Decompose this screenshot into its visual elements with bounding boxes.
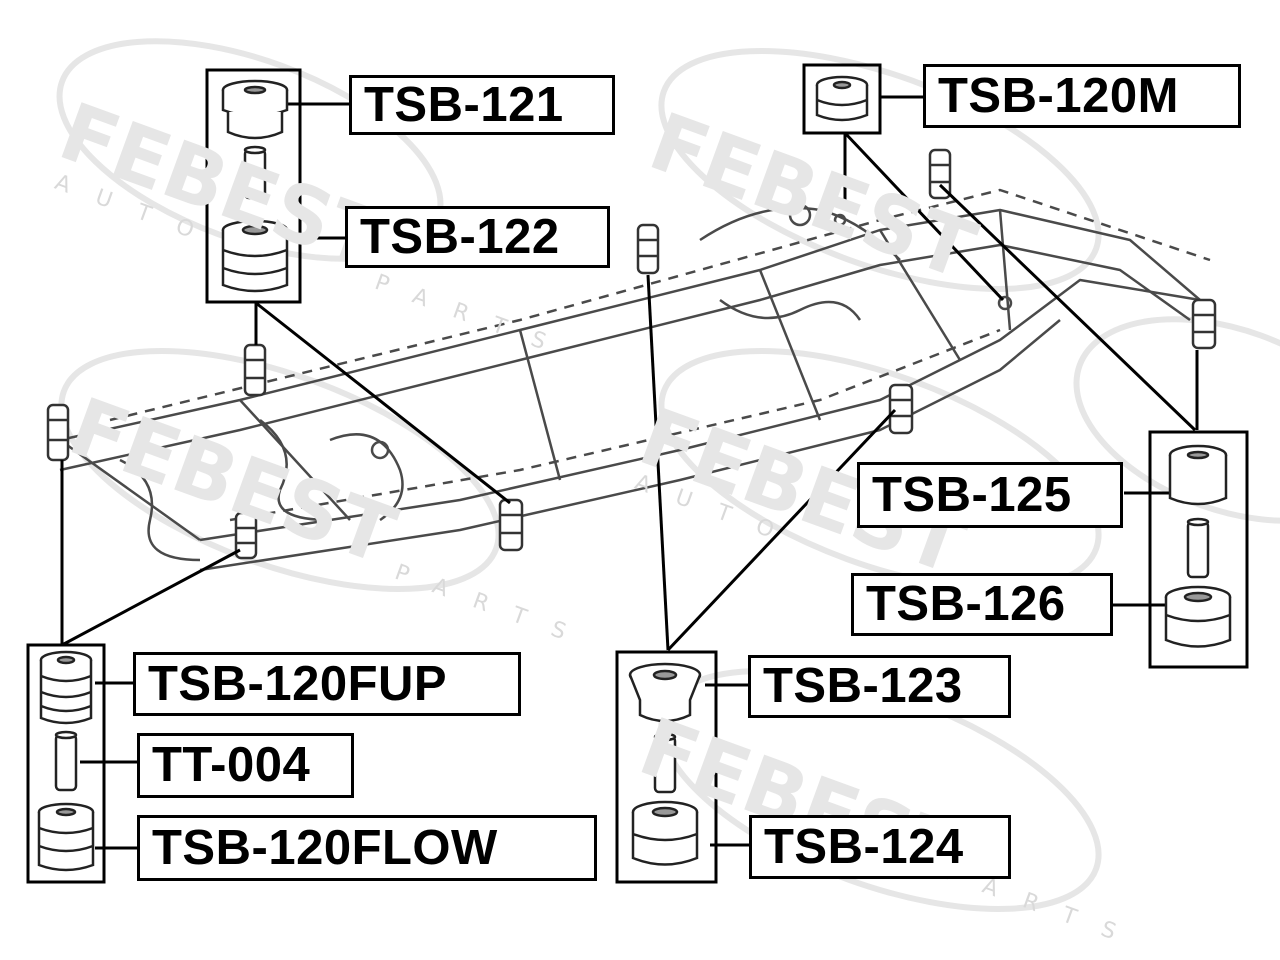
label-tsb-124: TSB-124 — [749, 815, 1011, 879]
bushing-tsb-126-illustration — [1164, 585, 1232, 648]
frame-right-rail — [199, 278, 1201, 542]
frame-right-rail-lower — [199, 319, 1061, 572]
bushing-tsb-120flow-illustration — [37, 802, 95, 872]
frame-bushings — [46, 148, 1217, 560]
watermark-ellipse — [658, 48, 1102, 292]
frame-mount-hole — [997, 295, 1013, 311]
frame-suspension — [719, 298, 862, 321]
frame-crossmember — [758, 269, 822, 421]
part-illustrations — [37, 75, 1232, 872]
bushing-tsb-125-illustration — [1168, 444, 1228, 506]
frame-bushing-front-right — [234, 511, 258, 560]
frame-bushing-mid-left — [636, 223, 660, 275]
bushing-tsb-124-illustration — [631, 800, 699, 866]
frame-crossmember — [239, 399, 351, 521]
frame-suspension — [259, 419, 331, 522]
label-tsb-126: TSB-126 — [851, 573, 1113, 636]
frame-bushing-rear-left — [928, 148, 952, 200]
frame-bushing-mid-right — [888, 383, 914, 435]
group-boxes — [26, 63, 1249, 884]
frame-dashed-outline — [109, 188, 1211, 422]
group-box-tsb-125-126 — [1148, 430, 1249, 669]
leader-line — [61, 548, 241, 647]
bushing-tsb-121-illustration — [221, 79, 289, 140]
leader-line — [646, 274, 670, 651]
frame-crossmember — [878, 229, 962, 361]
group-box-tsb-123-124 — [615, 650, 718, 884]
leader-line — [255, 301, 511, 505]
label-tsb-125: TSB-125 — [857, 462, 1123, 528]
frame-mount-hole — [788, 203, 812, 227]
frame-crossmember — [518, 329, 562, 481]
sleeve-illustration — [243, 145, 267, 200]
bushing-tsb-120m-illustration — [815, 75, 869, 122]
frame-dashed-outline — [229, 328, 1001, 522]
group-box-tsb-120f — [26, 643, 106, 884]
frame-left-rail-lower — [59, 243, 1191, 472]
frame-bushing-second-right — [498, 498, 524, 552]
label-tsb-121: TSB-121 — [349, 75, 615, 135]
sleeve-illustration — [1186, 517, 1210, 579]
frame-bushing-front-left — [46, 403, 70, 462]
group-box-tsb-120m — [802, 63, 882, 135]
frame-suspension — [119, 458, 201, 562]
label-tsb-120flow: TSB-120FLOW — [137, 815, 597, 881]
leader-line — [843, 131, 1005, 302]
leader-lines — [60, 95, 1199, 850]
sleeve-tt-004-illustration — [54, 730, 78, 792]
watermark-ellipse — [58, 348, 502, 592]
label-tsb-122: TSB-122 — [345, 206, 610, 268]
frame-bushing-second-left — [243, 343, 267, 397]
bushing-tsb-123-illustration — [628, 662, 702, 723]
group-box-tsb-121-122 — [205, 68, 302, 304]
frame-suspension — [329, 433, 404, 522]
chassis-frame — [59, 188, 1211, 572]
frame-crossmember — [59, 438, 201, 542]
leader-line — [666, 408, 897, 652]
label-tsb-120m: TSB-120M — [923, 64, 1241, 128]
frame-left-rail — [59, 208, 1201, 442]
sleeve-illustration — [653, 732, 677, 794]
label-tsb-120fup: TSB-120FUP — [133, 652, 521, 716]
bushing-tsb-120fup-illustration — [39, 650, 93, 725]
label-tsb-123: TSB-123 — [748, 655, 1011, 718]
watermark-ellipse — [658, 348, 1102, 592]
frame-bushing-rear-right — [1191, 298, 1217, 350]
frame-suspension — [699, 206, 901, 261]
frame-mount-hole — [833, 213, 847, 227]
frame-mount-hole — [370, 440, 390, 460]
label-tt-004: TT-004 — [137, 733, 354, 798]
leader-line — [938, 183, 1197, 432]
frame-crossmember — [998, 209, 1012, 331]
bushing-tsb-122-illustration — [221, 219, 289, 293]
